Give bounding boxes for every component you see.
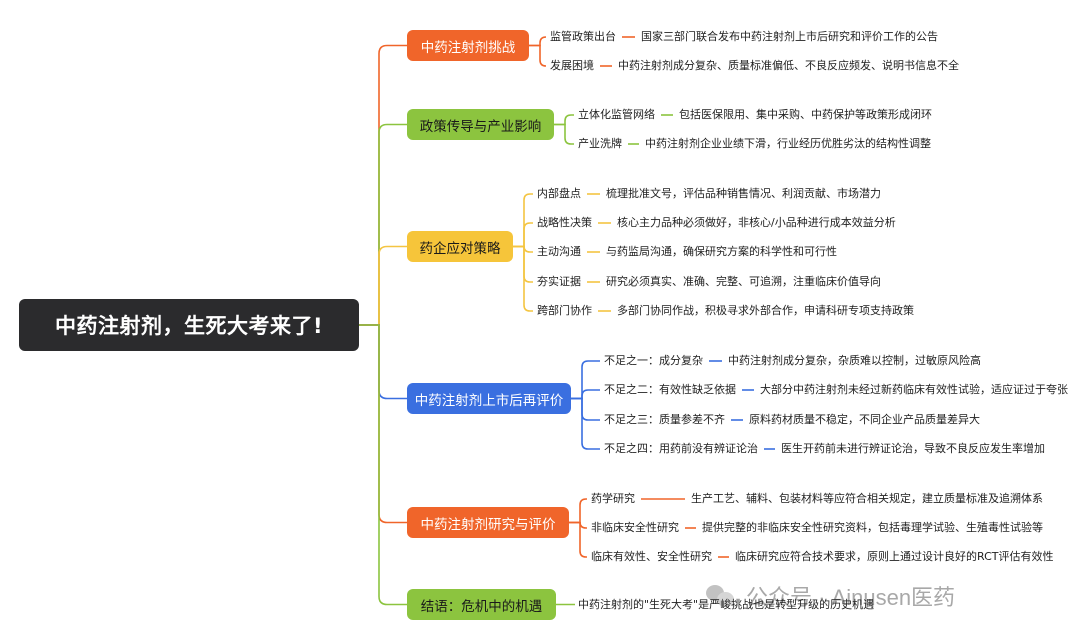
branch-connector <box>554 123 574 145</box>
sub-topic-label[interactable]: 内部盘点 <box>537 187 581 200</box>
root-connector <box>359 324 407 606</box>
watermark: 公众号 · Ainusen医药 <box>706 580 1056 612</box>
sub-topic-label[interactable]: 不足之二：有效性缺乏依据 <box>604 383 736 396</box>
detail-text: 梳理批准文号，评估品种销售情况、利润贡献、市场潜力 <box>606 187 881 200</box>
branch-connector <box>571 360 600 400</box>
root-connector <box>359 324 407 400</box>
detail-text: 多部门协同作战，积极寻求外部合作，申请科研专项支持政策 <box>617 304 914 317</box>
detail-text: 国家三部门联合发布中药注射剂上市后研究和评价工作的公告 <box>641 30 938 43</box>
branch-connector <box>571 389 600 400</box>
sub-topic-label[interactable]: 产业洗牌 <box>578 137 622 150</box>
detail-text: 核心主力品种必须做好，非核心/小品种进行成本效益分析 <box>617 216 896 229</box>
branch-node[interactable]: 中药注射剂上市后再评价 <box>407 383 571 414</box>
sub-topic-label[interactable]: 立体化监管网络 <box>578 108 655 121</box>
detail-text: 医生开药前未进行辨证论治，导致不良反应发生率增加 <box>781 442 1045 455</box>
branch-node[interactable]: 结语：危机中的机遇 <box>407 589 556 620</box>
detail-text: 中药注射剂企业业绩下滑，行业经历优胜劣汰的结构性调整 <box>645 137 931 150</box>
detail-text: 与药监局沟通，确保研究方案的科学性和可行性 <box>606 245 837 258</box>
detail-text: 生产工艺、辅料、包装材料等应符合相关规定，建立质量标准及追溯体系 <box>691 492 1043 505</box>
detail-text: 中药注射剂成分复杂、质量标准偏低、不良反应频发、说明书信息不全 <box>618 59 959 72</box>
branch-connector <box>554 114 574 126</box>
branch-connector <box>569 521 587 558</box>
branch-node[interactable]: 中药注射剂挑战 <box>407 30 529 61</box>
root-connector <box>359 324 407 524</box>
sub-topic-label[interactable]: 夯实证据 <box>537 275 581 288</box>
branch-node[interactable]: 中药注射剂研究与评价 <box>407 507 569 538</box>
sub-topic-label[interactable]: 不足之四：用药前没有辨证论治 <box>604 442 758 455</box>
branch-connector <box>513 245 533 312</box>
root-connector <box>359 44 407 326</box>
watermark-text: 公众号 · Ainusen医药 <box>746 585 956 610</box>
branch-connector <box>569 498 587 524</box>
root-connector <box>359 245 407 326</box>
wechat-icon <box>706 583 736 609</box>
detail-text: 提供完整的非临床安全性研究资料，包括毒理学试验、生殖毒性试验等 <box>702 521 1043 534</box>
sub-topic-label[interactable]: 不足之三：质量参差不齐 <box>604 413 725 426</box>
detail-text: 临床研究应符合技术要求，原则上通过设计良好的RCT评估有效性 <box>735 550 1054 563</box>
branch-node[interactable]: 药企应对策略 <box>407 231 513 262</box>
branch-node[interactable]: 政策传导与产业影响 <box>407 109 554 140</box>
detail-text: 中药注射剂的"生死大考"是严峻挑战也是转型升级的历史机遇 <box>578 597 875 611</box>
sub-topic-label[interactable]: 临床有效性、安全性研究 <box>591 550 712 563</box>
root-connector <box>359 123 407 326</box>
sub-topic-label[interactable]: 主动沟通 <box>537 245 581 258</box>
detail-text: 中药注射剂成分复杂，杂质难以控制，过敏原风险高 <box>728 354 981 367</box>
branch-connector <box>571 397 600 450</box>
detail-text: 原料药材质量不稳定，不同企业产品质量差异大 <box>749 413 980 426</box>
sub-topic-label[interactable]: 监管政策出台 <box>550 30 616 43</box>
branch-connector <box>571 397 600 421</box>
detail-text: 大部分中药注射剂未经过新药临床有效性试验，适应证过于夸张 <box>760 383 1068 396</box>
sub-topic-label[interactable]: 跨部门协作 <box>537 304 592 317</box>
sub-topic-label[interactable]: 药学研究 <box>591 492 635 505</box>
sub-topic-label[interactable]: 战略性决策 <box>537 216 592 229</box>
detail-text: 包括医保限用、集中采购、中药保护等政策形成闭环 <box>679 108 932 121</box>
sub-topic-label[interactable]: 发展困境 <box>550 59 594 72</box>
branch-connector <box>513 222 533 248</box>
sub-topic-label[interactable]: 不足之一：成分复杂 <box>604 354 703 367</box>
branch-connector <box>529 44 547 67</box>
detail-text: 研究必须真实、准确、完整、可追溯，注重临床价值导向 <box>606 275 881 288</box>
branch-connector <box>529 36 547 47</box>
sub-topic-label[interactable]: 非临床安全性研究 <box>591 521 679 534</box>
branch-connector <box>513 193 533 248</box>
root-node[interactable]: 中药注射剂，生死大考来了! <box>19 299 359 351</box>
